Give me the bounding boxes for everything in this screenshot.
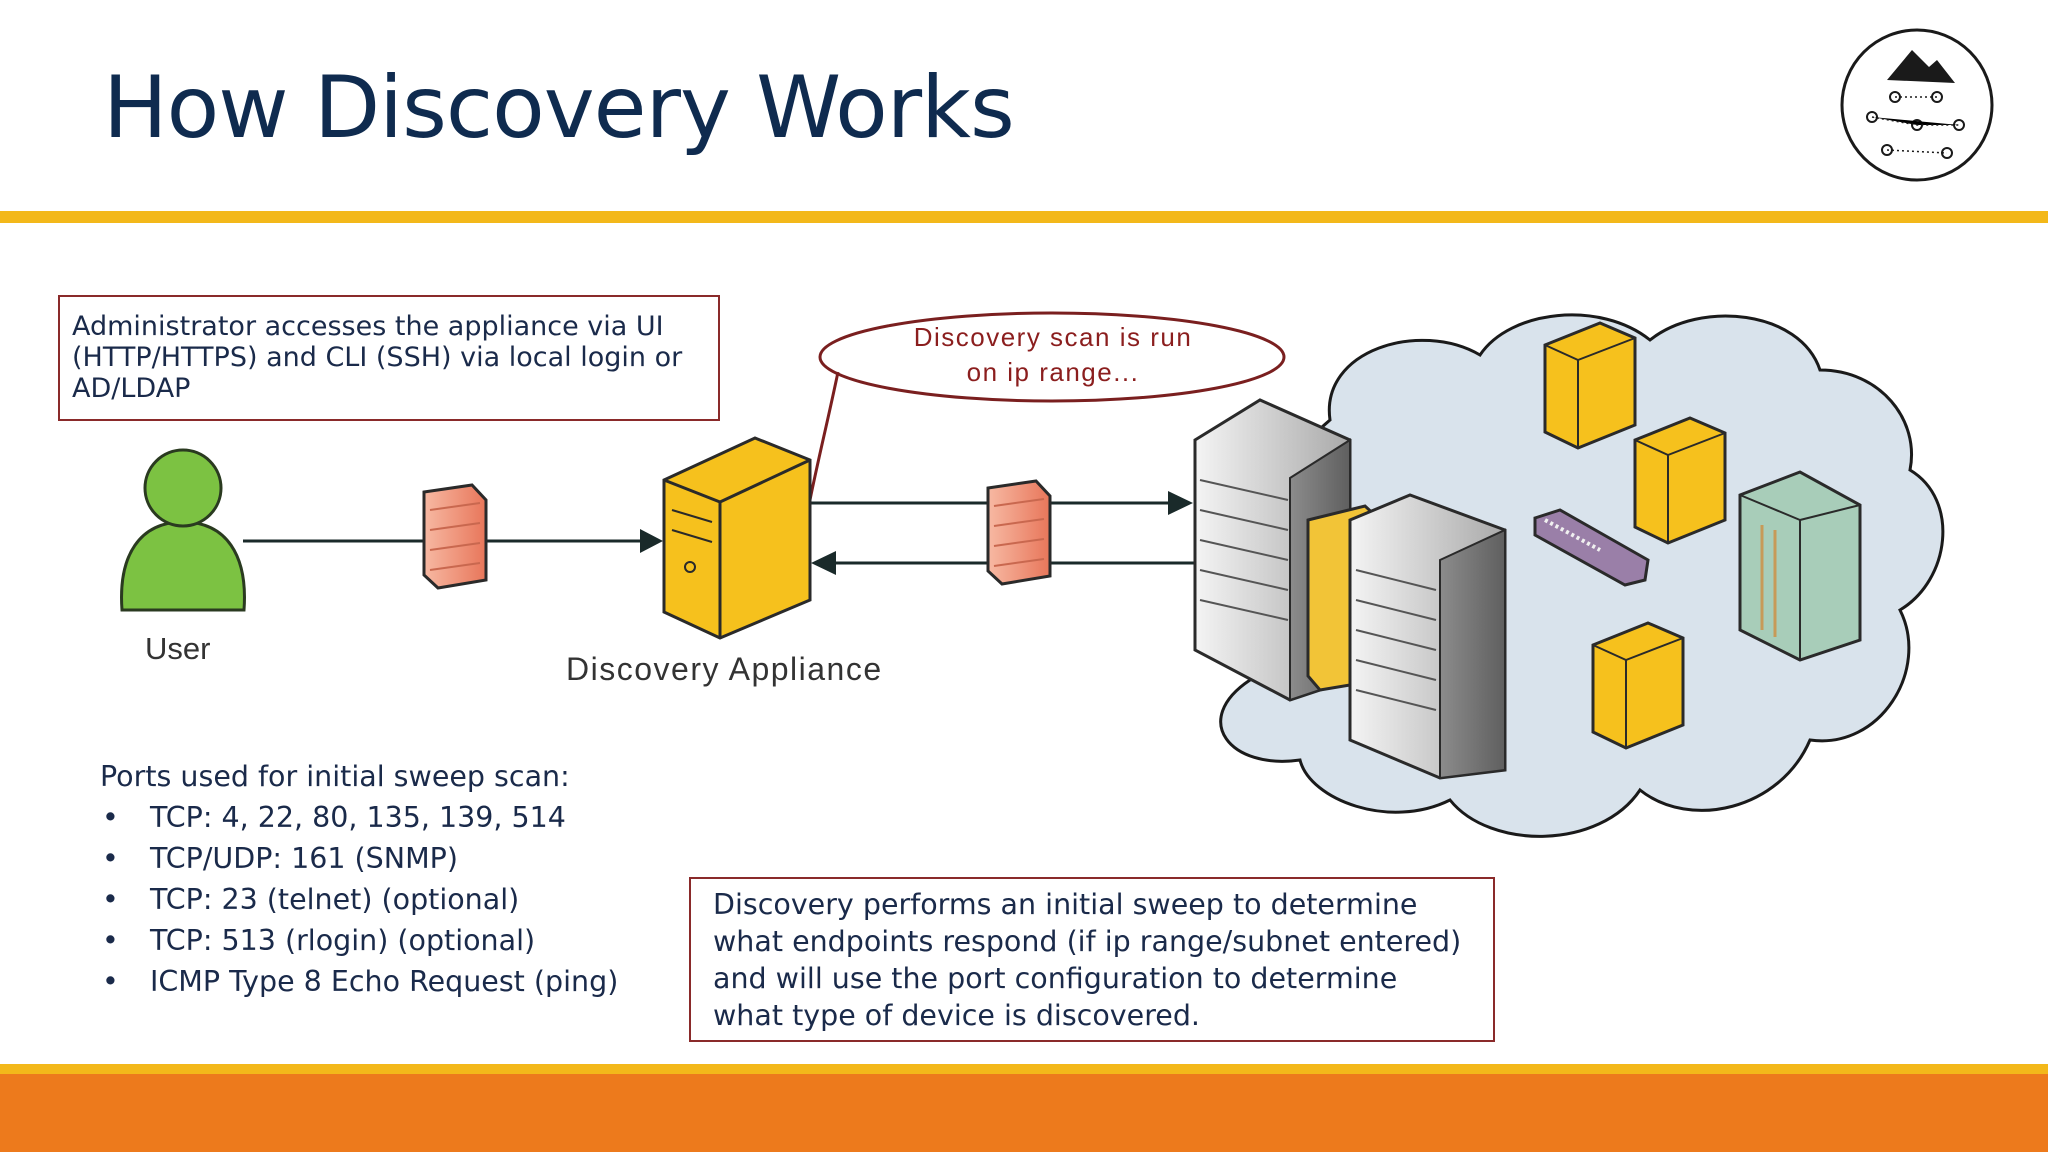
network-switch-icon [1533, 508, 1650, 587]
scan-bubble-text: Discovery scan is run on ip range... [838, 320, 1268, 390]
scan-bubble-line: on ip range... [966, 357, 1140, 387]
scan-speech-bubble [808, 311, 1286, 501]
admin-access-note: Administrator accesses the appliance via… [58, 295, 720, 421]
list-item: TCP: 23 (telnet) (optional) [100, 879, 618, 920]
slide-title: How Discovery Works [103, 58, 1015, 158]
user-icon [120, 448, 246, 612]
user-label: User [145, 631, 211, 666]
server-rack-icon [1306, 493, 1507, 780]
server-tower-icon [1591, 621, 1685, 750]
mainframe-icon [1738, 470, 1862, 662]
list-item: ICMP Type 8 Echo Request (ping) [100, 961, 618, 1002]
server-tower-icon [662, 436, 812, 640]
firewall-icon [422, 483, 488, 590]
arrowheads [640, 491, 1193, 575]
scan-bubble-line: Discovery scan is run [913, 322, 1193, 352]
ports-heading: Ports used for initial sweep scan: [100, 760, 570, 793]
firewall-icon [986, 479, 1052, 586]
sweep-explanation-note: Discovery performs an initial sweep to d… [689, 877, 1495, 1042]
sweep-explanation-text: Discovery performs an initial sweep to d… [713, 888, 1462, 1032]
ports-section: Ports used for initial sweep scan: TCP: … [100, 756, 618, 1002]
ports-list: TCP: 4, 22, 80, 135, 139, 514 TCP/UDP: 1… [100, 797, 618, 1002]
admin-access-text: Administrator accesses the appliance via… [72, 311, 683, 404]
mountain-network-logo-icon [1840, 28, 1994, 182]
list-item: TCP/UDP: 161 (SNMP) [100, 838, 618, 879]
appliance-label: Discovery Appliance [566, 651, 883, 687]
server-tower-icon [1543, 321, 1637, 450]
header-divider [0, 211, 2048, 223]
list-item: TCP: 513 (rlogin) (optional) [100, 920, 618, 961]
list-item: TCP: 4, 22, 80, 135, 139, 514 [100, 797, 618, 838]
server-tower-icon [1633, 416, 1727, 545]
footer-orange-band [0, 1074, 2048, 1152]
footer-gold-stripe [0, 1064, 2048, 1074]
